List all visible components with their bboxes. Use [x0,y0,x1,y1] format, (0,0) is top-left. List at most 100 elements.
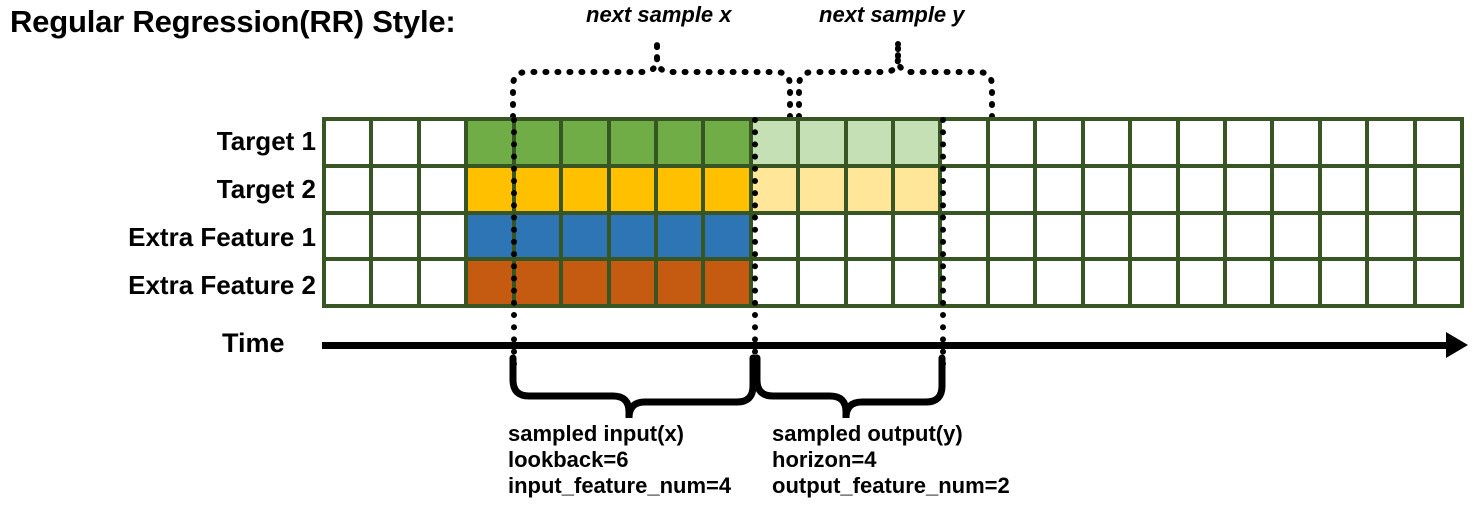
time-axis-arrow-icon [1446,332,1468,358]
grid-cell-r3-c14 [942,214,986,258]
grid-cell-r1-c13 [895,121,939,164]
grid-cell-r2-c20 [1226,167,1271,211]
grid-cell-r3-c23 [1369,214,1413,258]
grid-cell-r4-c18 [1132,261,1176,304]
grid-cell-r2-c15 [989,167,1034,211]
row-label-target-1: Target 1 [216,126,316,156]
sampled-output-brace [753,354,946,419]
lookback-start-guide [511,117,517,367]
grid-cell-r4-c9 [705,261,749,304]
grid-cell-r3-c11 [800,214,844,258]
grid-cell-r1-c18 [1132,121,1176,164]
grid-cell-r3-c15 [989,214,1034,258]
grid-cell-r3-c5 [515,214,560,258]
sampled-input-line-3: input_feature_num=4 [508,473,732,498]
grid-cell-r4-c3 [420,261,465,304]
lookback-end-guide [752,117,758,367]
grid-cell-r4-c12 [847,261,891,304]
grid-cell-r2-c24 [1416,167,1460,211]
next-sample-y-label: next sample y [819,2,965,27]
grid-cell-r1-c4 [468,121,512,164]
grid-cell-r2-c3 [420,167,465,211]
grid-cell-r4-c21 [1274,261,1318,304]
grid-cell-r1-c9 [705,121,749,164]
sampled-input-line-2: lookback=6 [508,447,629,472]
grid-cell-r3-c12 [847,214,891,258]
grid-cell-r4-c11 [800,261,844,304]
grid-cell-r3-c8 [657,214,702,258]
grid-cell-r2-c8 [657,167,702,211]
grid-cell-r1-c14 [942,121,986,164]
grid-cell-r3-c10 [752,214,797,258]
grid-cell-r1-c1 [326,121,370,164]
grid-cell-r2-c7 [610,167,654,211]
grid-cell-r4-c17 [1084,261,1129,304]
sampled-input-brace [509,354,757,419]
grid-cell-r4-c13 [895,261,939,304]
next-sample-y-brace-left [796,41,901,120]
grid-cell-r3-c3 [420,214,465,258]
grid-cell-r4-c20 [1226,261,1271,304]
grid-cell-r3-c19 [1179,214,1223,258]
grid-cell-r2-c19 [1179,167,1223,211]
grid-cell-r4-c16 [1037,261,1081,304]
grid-cell-r2-c18 [1132,167,1176,211]
next-sample-y-brace-right [895,41,995,120]
grid-cell-r4-c24 [1416,261,1460,304]
grid-cell-r2-c4 [468,167,512,211]
grid-cell-r1-c6 [563,121,607,164]
grid-cell-r4-c14 [942,261,986,304]
grid-cell-r4-c2 [373,261,417,304]
grid-cell-r3-c1 [326,214,370,258]
next-sample-x-label: next sample x [586,2,732,27]
grid-cell-r2-c14 [942,167,986,211]
grid-cell-r1-c19 [1179,121,1223,164]
grid-cell-r3-c2 [373,214,417,258]
grid-cell-r2-c17 [1084,167,1129,211]
horizon-end-guide [940,117,946,367]
grid-cell-r3-c7 [610,214,654,258]
page-title: Regular Regression(RR) Style: [10,4,456,39]
grid-cell-r2-c22 [1321,167,1366,211]
grid-cell-r4-c5 [515,261,560,304]
grid-cell-r4-c1 [326,261,370,304]
grid-cell-r2-c16 [1037,167,1081,211]
next-sample-x-brace-right [654,41,793,120]
grid-cell-r2-c1 [326,167,370,211]
grid-cell-r1-c20 [1226,121,1271,164]
sampled-input-annotation: sampled input(x) lookback=6 input_featur… [508,421,731,499]
grid-cell-r2-c10 [752,167,797,211]
grid-cell-r3-c6 [563,214,607,258]
grid-cell-r4-c10 [752,261,797,304]
grid-cell-r1-c23 [1369,121,1413,164]
grid-cell-r4-c6 [563,261,607,304]
grid-cell-r1-c5 [515,121,560,164]
grid-cell-r4-c7 [610,261,654,304]
grid-cell-r1-c3 [420,121,465,164]
grid-cell-r1-c12 [847,121,891,164]
sampled-input-line-1: sampled input(x) [508,421,685,446]
grid-cell-r1-c16 [1037,121,1081,164]
time-axis-label: Time [222,328,285,358]
grid-cell-r3-c21 [1274,214,1318,258]
row-label-extra-feature-1: Extra Feature 1 [128,222,316,252]
grid-cell-r2-c2 [373,167,417,211]
grid-cell-r1-c15 [989,121,1034,164]
grid-cell-r1-c11 [800,121,844,164]
grid-cell-r4-c22 [1321,261,1366,304]
grid-cell-r1-c22 [1321,121,1366,164]
grid-cell-r2-c5 [515,167,560,211]
row-label-target-2: Target 2 [216,174,316,204]
sampled-output-annotation: sampled output(y) horizon=4 output_featu… [772,421,1010,499]
grid-cell-r3-c16 [1037,214,1081,258]
sampled-output-line-2: horizon=4 [772,447,877,472]
grid-cell-r1-c24 [1416,121,1460,164]
grid-cell-r4-c8 [657,261,702,304]
time-axis-line [322,342,1452,349]
grid-cell-r4-c19 [1179,261,1223,304]
row-label-extra-feature-2: Extra Feature 2 [128,270,316,300]
grid-cell-r2-c23 [1369,167,1413,211]
